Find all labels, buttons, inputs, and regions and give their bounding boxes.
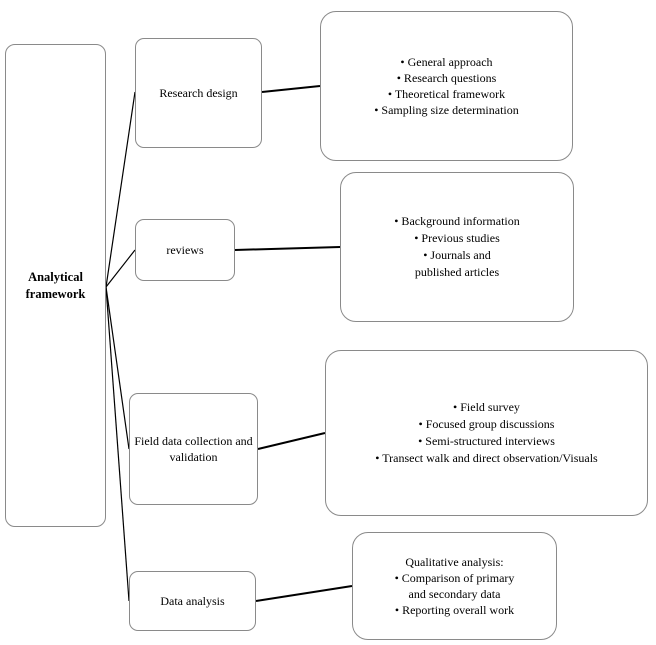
detail-item: and secondary data	[408, 587, 501, 601]
detail-item: • General approach	[400, 55, 493, 69]
connector-research-design-to-details	[261, 85, 321, 93]
connector-reviews-to-details	[234, 246, 341, 251]
reviews-label: reviews	[166, 243, 204, 257]
connector-root-to-research-design	[105, 91, 136, 288]
research-design-label: Research design	[159, 86, 238, 100]
analytical-framework-label: Analytical framework	[25, 269, 86, 301]
reviews-box: reviews	[135, 219, 235, 281]
detail-item: • Background information	[394, 214, 520, 228]
field-data-details-box: • Field survey • Focused group discussio…	[325, 350, 648, 516]
data-analysis-box: Data analysis	[129, 571, 256, 631]
connector-root-to-field-data	[105, 286, 130, 450]
data-analysis-details-box: Qualitative analysis: • Comparison of pr…	[352, 532, 557, 640]
connector-root-to-data-analysis	[105, 286, 130, 602]
detail-item: • Reporting overall work	[394, 603, 515, 617]
detail-item: • Sampling size determination	[374, 103, 519, 117]
field-data-collection-box: Field data collection and validation	[129, 393, 258, 505]
detail-item: • Previous studies	[414, 231, 500, 245]
detail-item: • Semi-structured interviews	[418, 434, 555, 448]
connector-root-to-reviews	[105, 249, 136, 288]
detail-item: • Research questions	[396, 71, 497, 85]
detail-item: • Comparison of primary	[394, 571, 515, 585]
connector-field-data-to-details	[257, 432, 326, 450]
detail-item: published articles	[414, 265, 500, 279]
research-design-details-box: • General approach • Research questions …	[320, 11, 573, 161]
detail-item: • Theoretical framework	[387, 87, 506, 101]
detail-item: • Focused group discussions	[418, 417, 555, 431]
data-analysis-label: Data analysis	[160, 594, 225, 608]
reviews-details-box: • Background information • Previous stud…	[340, 172, 574, 322]
detail-intro: Qualitative analysis:	[405, 555, 504, 569]
research-design-box: Research design	[135, 38, 262, 148]
connector-data-analysis-to-details	[255, 585, 353, 602]
analytical-framework-box: Analytical framework	[5, 44, 106, 527]
detail-item: • Transect walk and direct observation/V…	[375, 451, 598, 465]
detail-item: • Journals and	[423, 248, 491, 262]
detail-item: • Field survey	[453, 400, 520, 414]
field-data-collection-label: Field data collection and validation	[134, 434, 253, 464]
